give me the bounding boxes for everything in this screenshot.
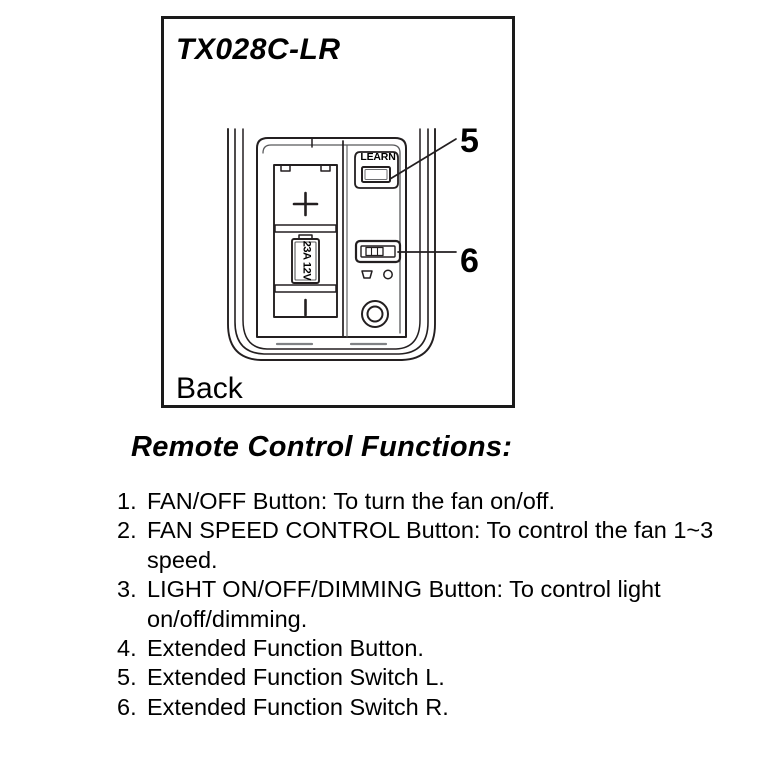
view-orientation-label: Back [176, 372, 243, 405]
callout-number-5: 5 [460, 122, 479, 160]
extended-function-switch-r-group [354, 239, 402, 264]
learn-button-group [354, 151, 399, 189]
list-item-text: FAN SPEED CONTROL Button: To control the… [147, 517, 714, 573]
screw-boss-inner [366, 305, 384, 323]
figure-panel: TX028C-LR Back [161, 16, 515, 408]
battery-door-panel [256, 137, 407, 338]
functions-heading: Remote Control Functions: [131, 431, 513, 463]
battery-positive-terminal-icon [292, 191, 319, 217]
learn-button-housing [354, 151, 399, 189]
list-item: 2. FAN SPEED CONTROL Button: To control … [117, 516, 717, 575]
battery-rail-upper [274, 224, 337, 233]
list-item-number: 1. [117, 488, 137, 514]
list-item: 5. Extended Function Switch L. [117, 663, 717, 692]
list-item-text: LIGHT ON/OFF/DIMMING Button: To control … [147, 576, 661, 632]
battery-door-inner-edge [262, 144, 401, 334]
remote-control-back-illustration [227, 128, 457, 361]
remote-body-contour [234, 128, 429, 355]
list-item-text: Extended Function Switch R. [147, 693, 449, 720]
leader-line-callout-5 [389, 138, 457, 180]
learn-button-key-inner [364, 169, 388, 180]
list-item: 6. Extended Function Switch R. [117, 693, 717, 722]
list-item-text: Extended Function Switch L. [147, 664, 445, 691]
list-item: 3. LIGHT ON/OFF/DIMMING Button: To contr… [117, 575, 717, 634]
list-item-number: 6. [117, 693, 137, 720]
remote-outer-edge [227, 128, 436, 361]
list-item-text: FAN/OFF Button: To turn the fan on/off. [147, 488, 555, 514]
list-item-number: 2. [117, 517, 137, 544]
battery-rail-lower [274, 284, 337, 293]
list-item-text: Extended Function Button. [147, 634, 424, 661]
battery-contact-tab-left [280, 164, 291, 172]
battery-cell-body [291, 238, 320, 284]
battery-compartment [273, 164, 338, 318]
remote-inner-contour [242, 128, 421, 350]
screw-boss [361, 300, 389, 328]
learn-button-label: LEARN [360, 151, 396, 163]
functions-list: 1. FAN/OFF Button: To turn the fan on/of… [117, 487, 717, 722]
callout-number-6: 6 [460, 242, 479, 280]
learn-button-key [361, 166, 391, 183]
battery-cell [291, 234, 320, 284]
slide-switch-actuator [365, 246, 384, 257]
list-item: 1. FAN/OFF Button: To turn the fan on/of… [117, 487, 717, 516]
list-item-number: 3. [117, 576, 137, 603]
slide-switch-track [360, 245, 396, 258]
battery-cell-label-plate [294, 241, 317, 281]
list-item: 4. Extended Function Button. [117, 634, 717, 663]
list-item-number: 5. [117, 664, 137, 691]
battery-contact-tab-right [320, 164, 331, 172]
list-item-number: 4. [117, 634, 137, 661]
switch-position-marker-right [383, 269, 393, 280]
switch-position-marker-left [361, 270, 373, 279]
model-number-label: TX028C-LR [176, 33, 341, 66]
screw-boss-outer [361, 300, 389, 328]
battery-type-label: 23A 12V [300, 240, 312, 281]
